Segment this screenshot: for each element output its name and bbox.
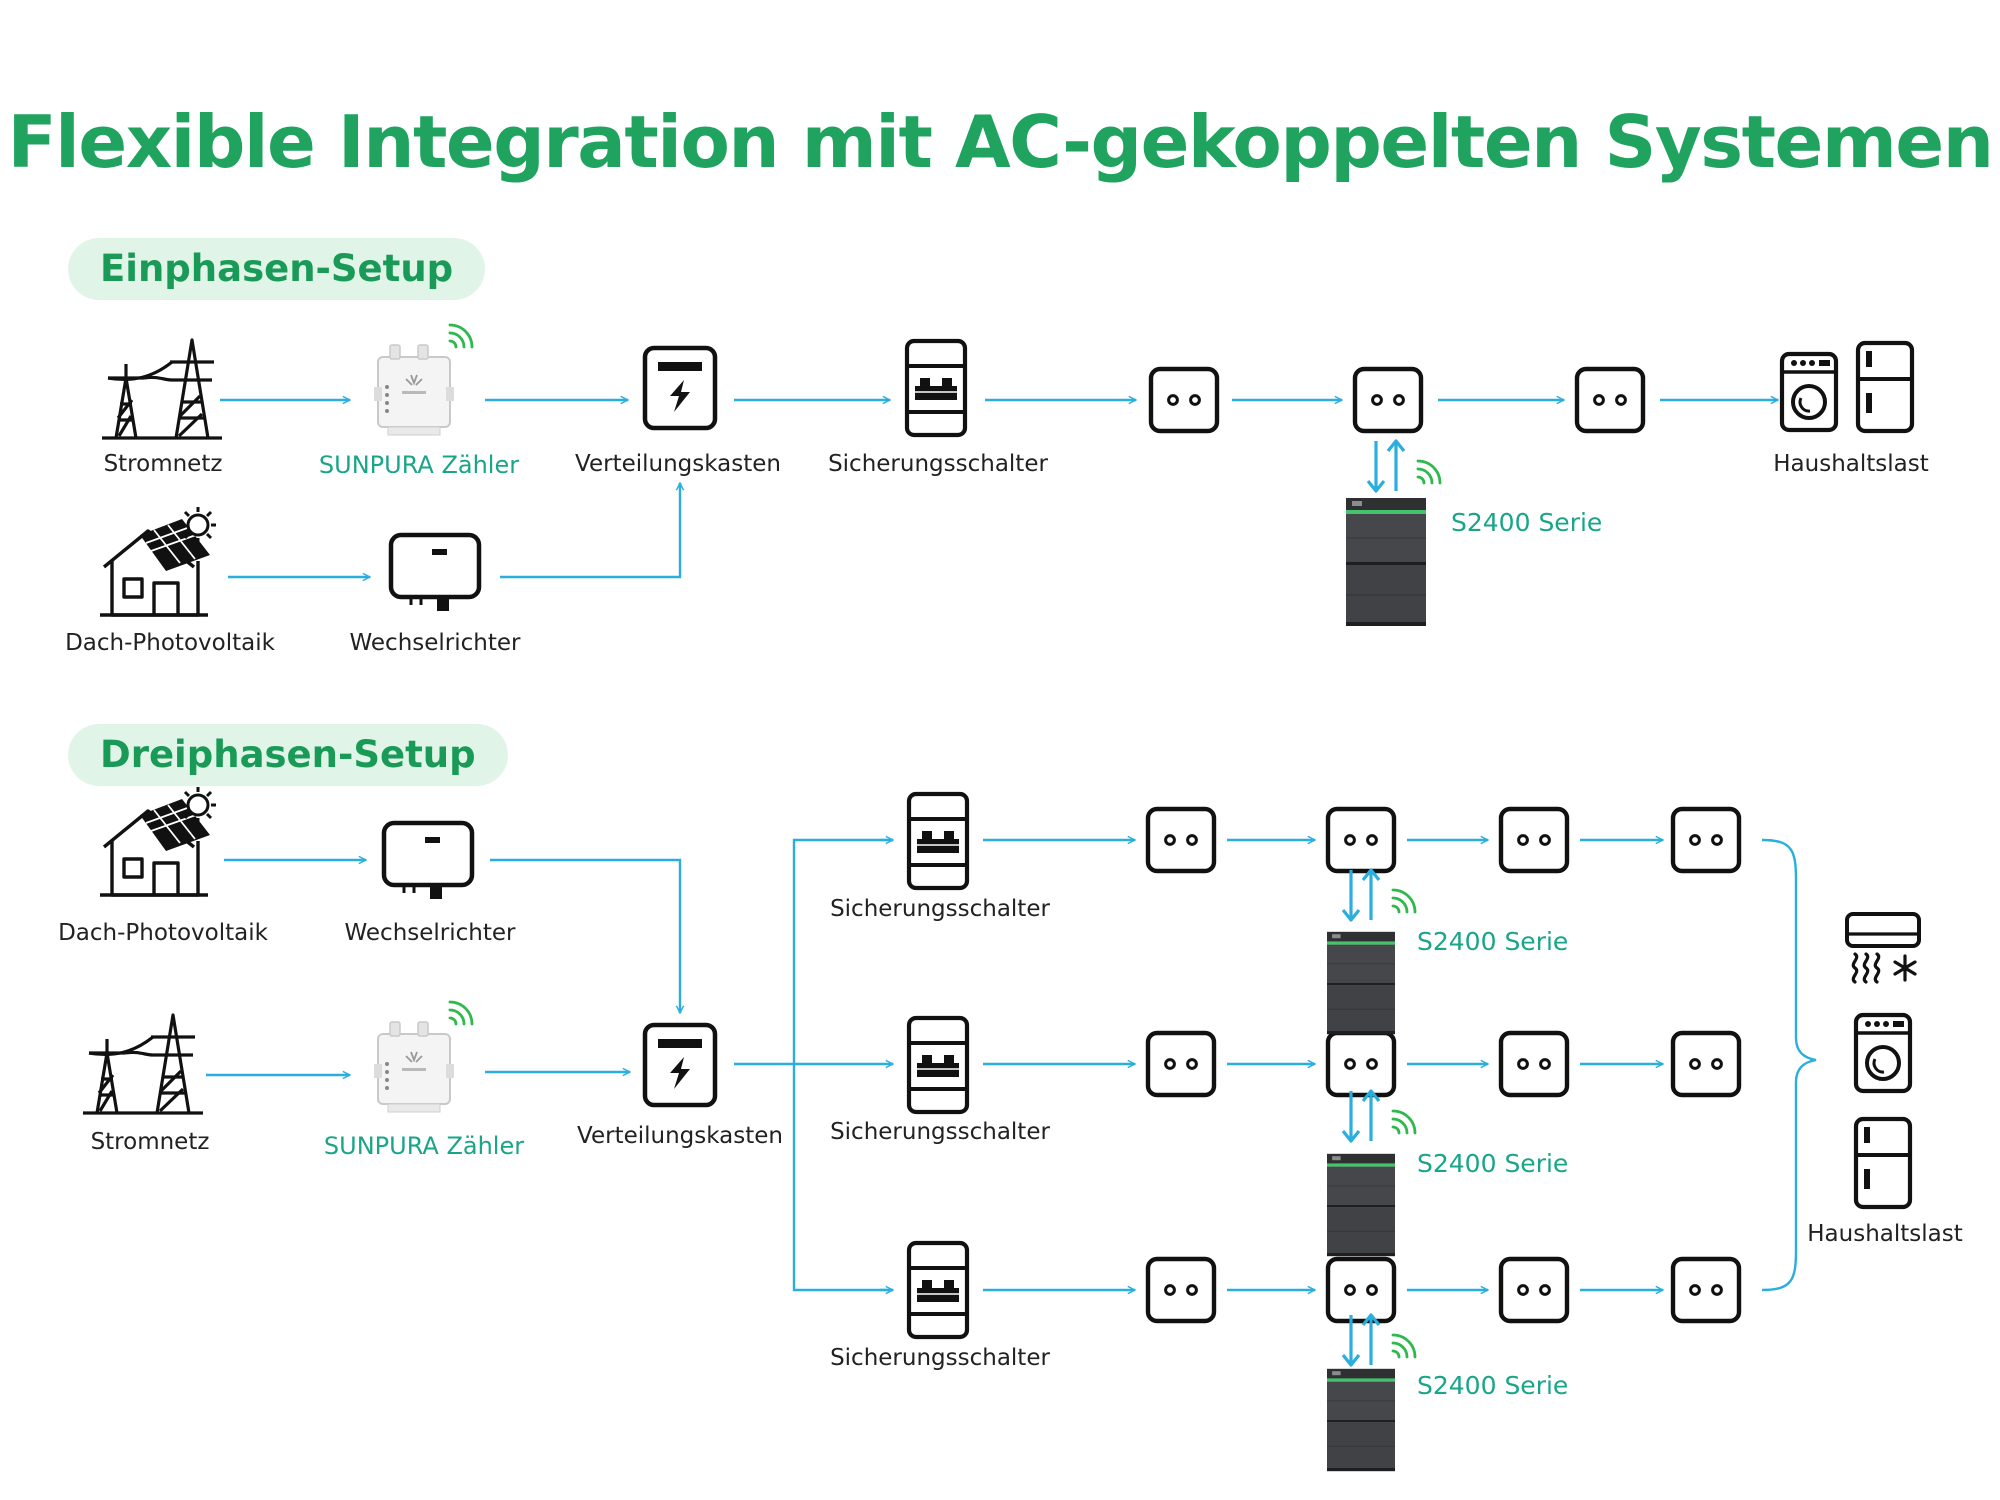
washing-machine-icon: [1856, 1015, 1910, 1091]
label-meter: SUNPURA Zähler: [323, 1132, 525, 1160]
socket-icon: [1673, 1259, 1739, 1321]
house-pv-icon: [98, 785, 218, 897]
label-household-load: Haushaltslast: [1773, 451, 1929, 477]
label-pv: Dach-Photovoltaik: [58, 920, 268, 946]
circuit-breaker-icon: [907, 341, 965, 435]
label-inverter: Wechselrichter: [344, 920, 516, 946]
socket-icon: [1328, 809, 1394, 871]
distribution-box-icon: [645, 348, 715, 428]
house-pv-icon: [98, 505, 218, 617]
socket-icon: [1673, 809, 1739, 871]
label-battery: S2400 Serie: [1417, 1149, 1569, 1178]
power-grid-icon: [100, 338, 224, 440]
distribution-box-icon: [645, 1025, 715, 1105]
circuit-breaker-icon: [909, 1018, 967, 1112]
battery-icon: [1345, 497, 1427, 627]
section-heading-three-phase: Dreiphasen-Setup: [68, 724, 508, 786]
label-inverter: Wechselrichter: [349, 630, 521, 656]
socket-icon: [1577, 369, 1643, 431]
flow-bus-to-breakers: [792, 838, 893, 1292]
battery-icon: [1326, 1368, 1396, 1472]
fridge-icon: [1856, 1119, 1910, 1207]
socket-icon: [1328, 1033, 1394, 1095]
label-grid: Stromnetz: [103, 451, 223, 477]
socket-icon: [1148, 809, 1214, 871]
battery-icon: [1326, 931, 1396, 1035]
inverter-icon: [391, 535, 479, 611]
label-circuit-breaker: Sicherungsschalter: [828, 451, 1048, 477]
flow-inverter-to-distribution: [500, 483, 680, 579]
label-distribution-box: Verteilungskasten: [575, 451, 781, 477]
bidirectional-arrows-icon: [1341, 1089, 1417, 1143]
washing-machine-icon: [1782, 354, 1836, 430]
label-pv: Dach-Photovoltaik: [65, 630, 275, 656]
flow-inverter-to-distribution: [490, 858, 680, 1013]
label-battery: S2400 Serie: [1451, 508, 1603, 537]
socket-icon: [1148, 1033, 1214, 1095]
label-battery: S2400 Serie: [1417, 1371, 1569, 1400]
load-bracket: [1761, 838, 1817, 1292]
socket-icon: [1328, 1259, 1394, 1321]
circuit-breaker-icon: [909, 794, 967, 888]
three-phase-flow-lines: [206, 838, 1817, 1292]
label-household-load: Haushaltslast: [1807, 1221, 1963, 1247]
section-heading-single-phase: Einphasen-Setup: [68, 238, 486, 300]
battery-icon: [1326, 1153, 1396, 1257]
socket-icon: [1148, 1259, 1214, 1321]
socket-icon: [1355, 369, 1421, 431]
socket-icon: [1673, 1033, 1739, 1095]
bidirectional-arrows-icon: [1366, 439, 1442, 493]
socket-icon: [1501, 1259, 1567, 1321]
fridge-icon: [1858, 343, 1912, 431]
inverter-icon: [384, 823, 472, 899]
circuit-breaker-icon: [909, 1243, 967, 1337]
label-distribution-box: Verteilungskasten: [577, 1123, 783, 1149]
socket-icon: [1501, 809, 1567, 871]
label-battery: S2400 Serie: [1417, 927, 1569, 956]
power-grid-icon: [81, 1013, 205, 1115]
page-title: Flexible Integration mit AC-gekoppelten …: [7, 100, 1995, 184]
smart-meter-icon: [372, 323, 474, 437]
label-meter: SUNPURA Zähler: [318, 451, 520, 479]
bidirectional-arrows-icon: [1341, 868, 1417, 922]
air-conditioner-icon: [1845, 912, 1921, 984]
socket-icon: [1151, 369, 1217, 431]
label-circuit-breaker: Sicherungsschalter: [830, 1345, 1050, 1371]
smart-meter-icon: [372, 1000, 474, 1114]
label-circuit-breaker: Sicherungsschalter: [830, 1119, 1050, 1145]
single-phase-flow-lines: [220, 400, 1778, 577]
label-circuit-breaker: Sicherungsschalter: [830, 896, 1050, 922]
label-grid: Stromnetz: [90, 1129, 210, 1155]
socket-icon: [1501, 1033, 1567, 1095]
